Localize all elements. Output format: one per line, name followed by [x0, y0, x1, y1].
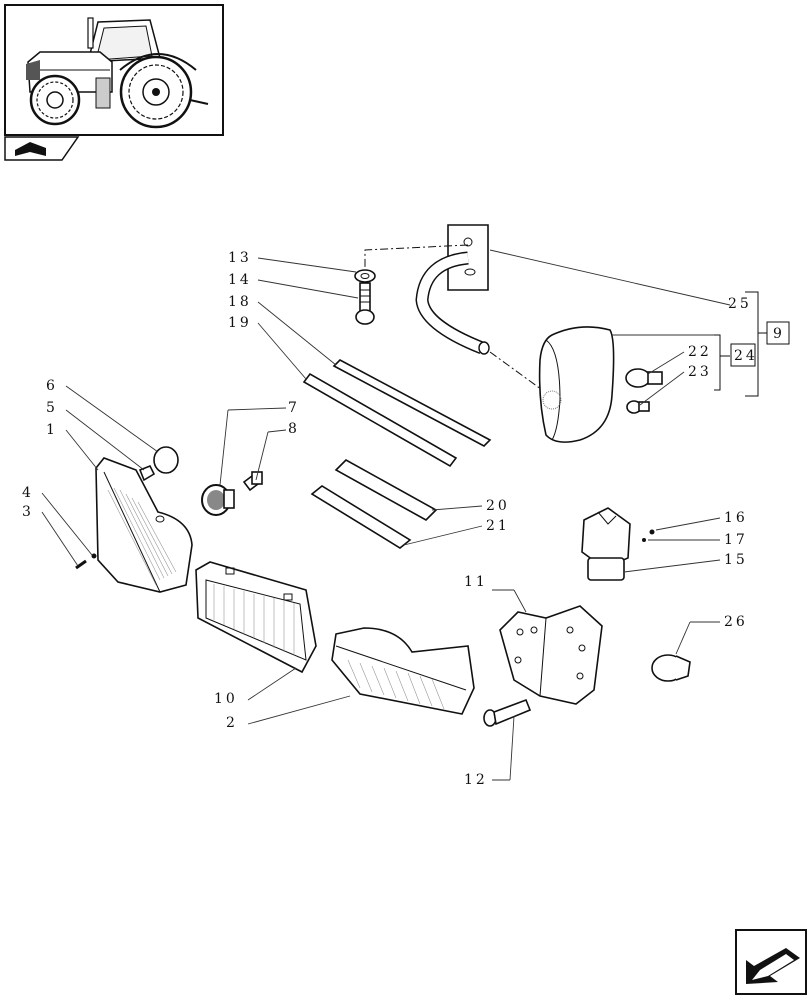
nut-17	[642, 538, 646, 542]
screw-16	[649, 529, 655, 535]
callout-22: 22	[688, 344, 712, 360]
switch-15	[581, 507, 631, 581]
callout-25: 25	[728, 296, 752, 312]
callout-26: 26	[724, 614, 748, 630]
side-lamp-2	[331, 627, 475, 715]
leader-lines	[41, 249, 731, 781]
callout-6: 6	[46, 378, 58, 394]
callout-19: 19	[228, 315, 252, 331]
tractor-thumbnail-icon	[4, 4, 224, 136]
mounting-bracket-11	[499, 605, 603, 705]
bolt-14	[355, 282, 375, 325]
callout-8: 8	[288, 421, 300, 437]
washer-13	[354, 269, 376, 283]
callout-4: 4	[22, 485, 34, 501]
catalog-book-icon[interactable]	[4, 136, 80, 161]
front-lamp-10	[195, 561, 317, 674]
callout-14: 14	[228, 272, 252, 288]
bolt-12	[483, 698, 532, 727]
callout-11: 11	[464, 574, 488, 590]
seal-strip-21	[310, 485, 412, 549]
callout-24: 24	[734, 348, 758, 364]
work-lamp-7	[201, 484, 235, 516]
side-lamp-1	[95, 457, 193, 593]
callout-17: 17	[724, 532, 748, 548]
callout-2: 2	[226, 715, 238, 731]
callout-12: 12	[464, 772, 488, 788]
callout-16: 16	[724, 510, 748, 526]
next-page-arrow-icon[interactable]	[735, 929, 807, 995]
callout-20: 20	[486, 498, 510, 514]
bulb-23	[626, 400, 650, 414]
callout-13: 13	[228, 250, 252, 266]
hose	[415, 251, 490, 355]
callout-21: 21	[486, 518, 510, 534]
callout-10: 10	[214, 691, 238, 707]
callout-1: 1	[46, 422, 58, 438]
callout-labels: 13 14 18 19 25 9 22 24 23 6 5 1 7 8 4 3 …	[22, 250, 785, 788]
seal-strip-18	[332, 359, 492, 447]
rear-lamp-housing	[538, 326, 615, 443]
plug-26	[651, 654, 691, 682]
seal-strip-19	[302, 372, 458, 468]
screw-3	[75, 559, 87, 570]
washer-4	[91, 553, 97, 559]
bulb-8	[242, 471, 263, 492]
callout-23: 23	[688, 364, 712, 380]
callout-7: 7	[288, 400, 300, 416]
bulb-22	[625, 368, 663, 388]
callout-18: 18	[228, 294, 252, 310]
callout-3: 3	[22, 504, 34, 520]
callout-9: 9	[773, 326, 785, 342]
callout-5: 5	[46, 400, 58, 416]
callout-15: 15	[724, 552, 748, 568]
cap-6	[153, 446, 179, 474]
